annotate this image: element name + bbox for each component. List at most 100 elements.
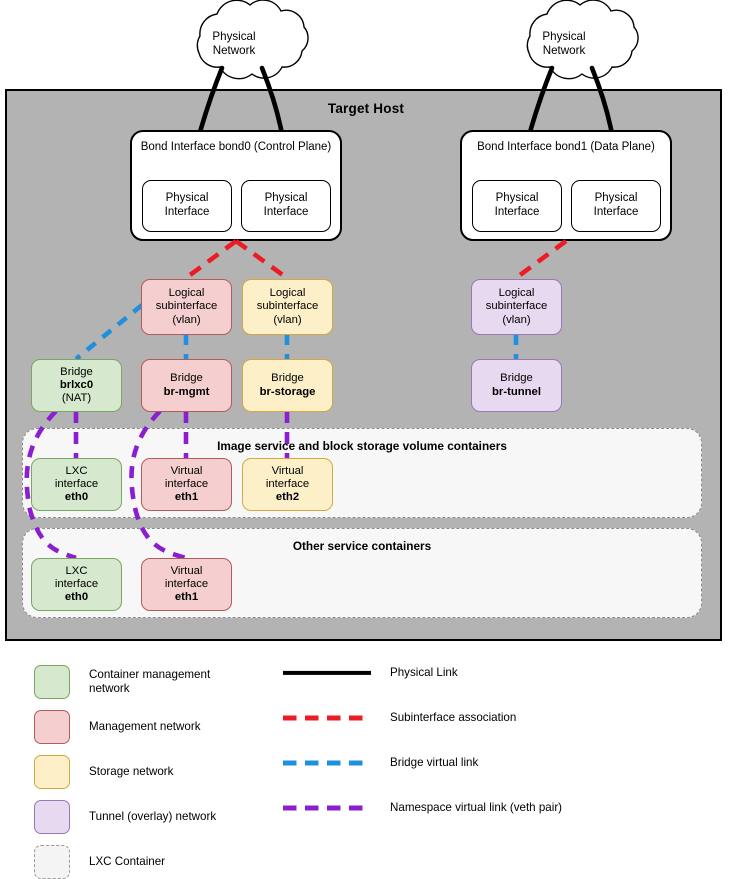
bridge-br-storage-name: br-storage [259,385,316,398]
legend-lxc-container-row: LXC Container [34,845,264,879]
iface-b-eth1-line2: interface [164,577,209,590]
bond0-pi2-line2: Interface [263,206,309,218]
iface-a-eth0-node[interactable]: LXC interface eth0 [31,458,122,511]
subif-mgmt-node[interactable]: Logical subinterface (vlan) [141,279,232,335]
bridge-brlxc0-note: (NAT) [61,392,92,405]
bond1-pi2-line1: Physical [594,192,638,205]
legend-storage-label: Storage network [89,764,174,778]
bridge-br-tunnel-node[interactable]: Bridge br-tunnel [471,359,562,412]
subif-storage-line2: subinterface [256,300,319,313]
bond1-physical-interface-2[interactable]: Physical Interface [571,180,661,232]
iface-b-eth0-name: eth0 [64,591,89,604]
bridge-br-tunnel-name: br-tunnel [492,385,541,398]
legend: Container management network Management … [0,648,732,879]
iface-a-eth1-line1: Virtual [170,464,203,477]
bond1-name: bond1 [555,141,588,153]
bond0-title: Bond Interface [140,141,216,153]
subif-storage-line1: Logical [269,287,306,299]
legend-management-row: Management network [34,710,264,744]
bridge-br-storage-node[interactable]: Bridge br-storage [242,359,333,412]
subif-mgmt-line3: (vlan) [172,313,201,326]
bond0-physical-interface-1[interactable]: Physical Interface [142,180,232,232]
subif-storage-line3: (vlan) [273,313,302,326]
legend-subinterface-sample [283,711,371,725]
container-image-block-title: Image service and block storage volume c… [217,439,507,453]
legend-container-management-swatch [34,665,70,699]
bond0-role: (Control Plane) [253,141,332,153]
bond1-pi1-line2: Interface [494,206,540,218]
legend-namespace-link-label: Namespace virtual link (veth pair) [390,801,563,814]
bridge-brlxc0-name: brlxc0 [59,378,94,391]
legend-management-label: Management network [89,719,201,733]
legend-tunnel-row: Tunnel (overlay) network [34,800,264,834]
cloud-left-line1: Physical [212,30,256,44]
iface-a-eth2-node[interactable]: Virtual interface eth2 [242,458,333,511]
iface-b-eth1-line1: Virtual [170,564,203,577]
legend-tunnel-swatch [34,800,70,834]
subif-tunnel-line2: subinterface [485,300,548,313]
legend-container-management-row: Container management network [34,665,264,699]
iface-b-eth1-name: eth1 [174,591,199,604]
subif-tunnel-line3: (vlan) [502,313,531,326]
bridge-br-mgmt-node[interactable]: Bridge br-mgmt [141,359,232,412]
iface-b-eth0-node[interactable]: LXC interface eth0 [31,558,122,611]
subif-tunnel-node[interactable]: Logical subinterface (vlan) [471,279,562,335]
subif-storage-node[interactable]: Logical subinterface (vlan) [242,279,333,335]
iface-a-eth2-line2: interface [265,477,310,490]
iface-a-eth0-line1: LXC [65,464,88,477]
bond0-pi1-line2: Interface [164,206,210,218]
legend-tunnel-label: Tunnel (overlay) network [89,809,217,823]
iface-a-eth1-line2: interface [164,477,209,490]
iface-b-eth0-line2: interface [54,577,99,590]
subif-mgmt-line2: subinterface [155,300,218,313]
bond1-title: Bond Interface [477,141,552,153]
bridge-br-tunnel-label: Bridge [500,372,533,385]
legend-container-management-label: Container management network [89,667,211,695]
legend-namespace-link-row: Namespace virtual link (veth pair) [283,801,562,815]
cloud-right-line1: Physical [542,30,586,44]
legend-physical-link-row: Physical Link [283,666,458,680]
iface-b-eth0-line1: LXC [65,564,88,577]
legend-management-swatch [34,710,70,744]
bridge-brlxc0-node[interactable]: Bridge brlxc0 (NAT) [31,359,122,412]
bridge-br-storage-label: Bridge [271,372,304,385]
iface-a-eth1-name: eth1 [174,491,199,504]
iface-a-eth1-node[interactable]: Virtual interface eth1 [141,458,232,511]
legend-lxc-container-label: LXC Container [89,854,166,868]
bond1-physical-interface-1[interactable]: Physical Interface [472,180,562,232]
subif-mgmt-line1: Logical [168,287,205,299]
cloud-right-label: Physical Network [516,24,612,64]
subif-tunnel-line1: Logical [498,287,535,299]
bond0-physical-interface-2[interactable]: Physical Interface [241,180,331,232]
bond0-pi2-line1: Physical [264,192,308,205]
legend-storage-swatch [34,755,70,789]
bond0-pi1-line1: Physical [165,192,209,205]
bond1-pi1-line1: Physical [495,192,539,205]
container-other-title: Other service containers [292,539,432,553]
bond0-name: bond0 [218,141,251,153]
bridge-br-mgmt-name: br-mgmt [163,385,210,398]
bond1-pi2-line2: Interface [593,206,639,218]
legend-subinterface-label: Subinterface association [390,711,517,724]
bond1-role: (Data Plane) [590,141,655,153]
bridge-brlxc0-label: Bridge [60,365,93,378]
iface-a-eth0-name: eth0 [64,491,89,504]
cloud-right-line2: Network [542,44,586,57]
iface-b-eth1-node[interactable]: Virtual interface eth1 [141,558,232,611]
iface-a-eth2-line1: Virtual [271,464,304,477]
legend-bridge-link-sample [283,756,371,770]
legend-namespace-link-sample [283,801,371,815]
iface-a-eth2-name: eth2 [275,491,300,504]
legend-bridge-link-row: Bridge virtual link [283,756,478,770]
cloud-left-line2: Network [212,44,256,57]
legend-storage-row: Storage network [34,755,264,789]
legend-physical-link-label: Physical Link [390,666,458,679]
legend-subinterface-row: Subinterface association [283,711,516,725]
bond0-label: Bond Interface bond0 (Control Plane) [132,140,340,154]
target-host-title: Target Host [327,101,405,116]
cloud-left-label: Physical Network [186,24,282,64]
iface-a-eth0-line2: interface [54,477,99,490]
bond1-label: Bond Interface bond1 (Data Plane) [462,140,670,154]
legend-physical-link-sample [283,666,371,680]
